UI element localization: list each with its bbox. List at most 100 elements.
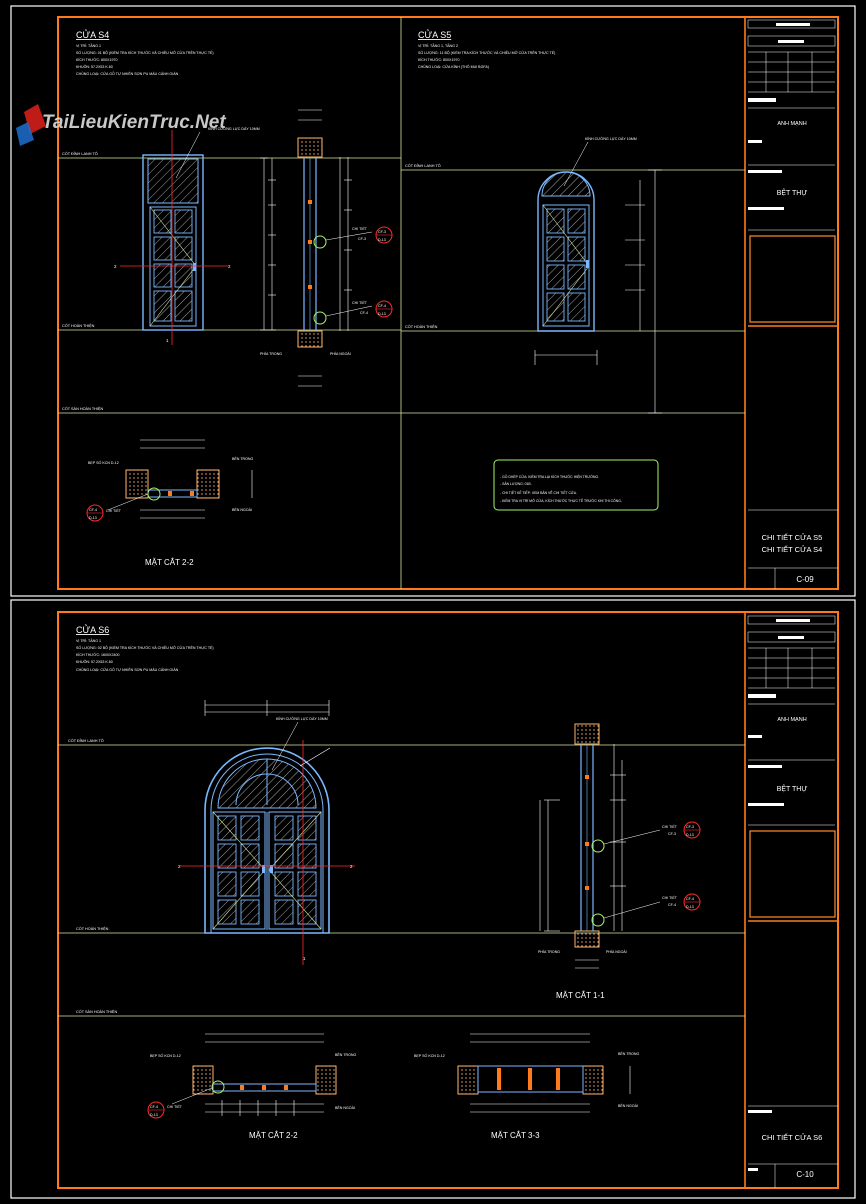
door-s6-elevation: 2 2 1 KÍNH CƯỜNG LỰC DÀY 10MM [178, 700, 355, 965]
s2-tb-title-0: CHI TIẾT CỬA S6 [762, 1132, 823, 1142]
sheet-2: CỬA S6 VỊ TRÍ: TẦNG 1 SỐ LƯỢNG: 02 BỘ (K… [10, 599, 856, 1199]
door-s5-header: CỬA S5 VỊ TRÍ: TẦNG 1, TẦNG 2 SỐ LƯỢNG: … [418, 29, 555, 69]
s2-sec22-detail: CHI TIẾT [167, 1104, 183, 1109]
svg-text:D-13: D-13 [686, 905, 694, 909]
door-s6-section-1-1: CF-3 D-13 CHI TIẾT CF-3 CF-4 D-13 CHI TI… [538, 723, 701, 1000]
level-lines-s4: CỐT ĐỈNH LANH TÔ CỐT HOÀN THIỆN CỐT SÀN … [58, 151, 401, 411]
door-s4-spec-4: CHỦNG LOẠI: CỬA GỖ TỰ NHIÊN SƠN PU MÀU C… [76, 71, 179, 76]
s6-callout-1-code: CF-3 [668, 832, 676, 836]
door-s4-spec-0: VỊ TRÍ: TẦNG 1 [76, 44, 101, 48]
s1-tb-sheet-no: C-09 [796, 575, 814, 584]
s3-sec33-outside: BÊN NGOÀI [618, 1103, 638, 1108]
s6-callout-2-code: CF-4 [668, 903, 676, 907]
watermark: TaiLieuKienTruc.Net [16, 104, 226, 146]
sheet-1-notes: - GỖ GHÉP CỬA: KIỂM TRA LẠI KÍCH THƯỚC H… [493, 459, 659, 511]
door-s4-header: CỬA S4 VỊ TRÍ: TẦNG 1 SỐ LƯỢNG: 01 BỘ (K… [76, 29, 214, 76]
s6-level-floor: CỐT SÀN HOÀN THIỆN [76, 1009, 117, 1014]
s2-sec22-outside: BÊN NGOÀI [335, 1105, 355, 1110]
door-s6-spec-4: CHỦNG LOẠI: CỬA GỖ TỰ NHIÊN SƠN PU MÀU C… [76, 667, 179, 672]
sheet-2-section-3-3: BẸP SỐ KCN D-12 BÊN TRONG BÊN NGOÀI MẶT … [414, 1033, 640, 1140]
s2-sec22-title: MẶT CẮT 2-2 [249, 1131, 298, 1140]
s6-callout-2-label: CHI TIẾT [662, 895, 678, 900]
s4-glass-note: KÍNH CƯỜNG LỰC DÀY 10MM [208, 126, 260, 131]
door-s5-spec-2: KÍCH THƯỚC: 800X1970 [418, 57, 459, 62]
note-3: - KIỂM TRA VỊ TRÍ MỞ CỬA, KÍCH THƯỚC THỰ… [500, 498, 622, 503]
s4-callout-2-code: CF-4 [360, 311, 368, 315]
door-s5-elevation: KÍNH CƯỜNG LỰC DÀY 10MM [534, 136, 662, 414]
s1-tb-project: BỆT THỰ [777, 188, 808, 197]
sheet-2-section-2-2: CF-4 D-13 CHI TIẾT BẸP SỐ KCN D-12 BÊN T… [147, 1033, 357, 1140]
door-s5-spec-3: CHỦNG LOẠI: CỬA KÍNH (THÔ MUI BGFA) [418, 64, 489, 69]
s1-sec22-inside: BÊN TRONG [232, 456, 254, 461]
s2-tb-sheet-no: C-10 [796, 1170, 814, 1179]
watermark-logo-icon [16, 104, 46, 146]
s2-sec22-inside: BÊN TRONG [335, 1052, 357, 1057]
s2-sec22-kcn: BẸP SỐ KCN D-12 [150, 1053, 181, 1058]
door-s4-title: CỬA S4 [76, 29, 109, 40]
svg-text:2: 2 [350, 864, 353, 869]
svg-text:2: 2 [114, 264, 117, 269]
svg-text:CF-3: CF-3 [378, 230, 386, 234]
sheet-1-section-2-2: CF-4 D-13 CHI TIẾT BẸP SỐ KCN D-12 BÊN T… [86, 439, 254, 567]
note-1: - SẢN LƯỢNG: 01B. [500, 481, 532, 486]
note-0: - GỖ GHÉP CỬA: KIỂM TRA LẠI KÍCH THƯỚC H… [500, 474, 599, 479]
sheet-2-frame [57, 611, 839, 1189]
door-s6-spec-1: SỐ LƯỢNG: 02 BỘ (KIỂM TRA KÍCH THƯỚC VÀ … [76, 645, 214, 650]
sheet-1-frame [57, 16, 839, 590]
s4-side-inside: PHÍA TRONG [260, 352, 282, 356]
s6-level-lintel: CỐT ĐỈNH LANH TÔ [68, 738, 104, 743]
s2-tb-project: BỆT THỰ [777, 784, 808, 793]
s6-glass-note: KÍNH CƯỜNG LỰC DÀY 10MM [276, 716, 328, 721]
door-s5-spec-0: VỊ TRÍ: TẦNG 1, TẦNG 2 [418, 44, 458, 48]
s1-sec22-ref: D-13 [89, 516, 97, 520]
s3-sec33-kcn: BẸP SỐ KCN D-12 [414, 1053, 445, 1058]
svg-text:CF-4: CF-4 [378, 304, 386, 308]
door-s4-elevation: 2 2 1 KÍNH CƯỜNG LỰC DÀY 10MM [114, 126, 276, 345]
s6-sec11-title: MẶT CẮT 1-1 [556, 991, 605, 1000]
door-s5-spec-1: SỐ LƯỢNG: 11 BỘ (KIỂM TRA KÍCH THƯỚC VÀ … [418, 50, 555, 55]
s3-sec33-title: MẶT CẮT 3-3 [491, 1131, 540, 1140]
s4-level-finish: CỐT HOÀN THIỆN [62, 323, 95, 328]
svg-text:D-13: D-13 [686, 833, 694, 837]
s4-callout-2-label: CHI TIẾT [352, 300, 368, 305]
s3-sec33-inside: BÊN TRONG [618, 1051, 640, 1056]
sheet-2-outer-border [10, 599, 856, 1199]
s1-sec22-kcn: BẸP SỐ KCN D-12 [88, 460, 119, 465]
s4-level-floor: CỐT SÀN HOÀN THIỆN [62, 406, 103, 411]
svg-text:D-13: D-13 [378, 312, 386, 316]
door-s4-spec-3: KHUÔN: 57.2X53 K.60 [76, 64, 113, 69]
s6-level-finish: CỐT HOÀN THIỆN [76, 926, 109, 931]
s1-tb-title-1: CHI TIẾT CỬA S4 [762, 544, 823, 554]
door-s6-header: CỬA S6 VỊ TRÍ: TẦNG 1 SỐ LƯỢNG: 02 BỘ (K… [76, 624, 214, 672]
watermark-text: TaiLieuKienTruc.Net [42, 112, 226, 133]
level-lines-s6: CỐT ĐỈNH LANH TÔ CỐT HOÀN THIỆN CỐT SÀN … [58, 738, 745, 1017]
s4-callout-1-code: CF-3 [358, 237, 366, 241]
svg-text:CF-4: CF-4 [686, 897, 694, 901]
sheet-1: CỬA S4 VỊ TRÍ: TẦNG 1 SỐ LƯỢNG: 01 BỘ (K… [10, 5, 856, 597]
svg-text:2: 2 [178, 864, 181, 869]
s5-glass-note: KÍNH CƯỜNG LỰC DÀY 10MM [585, 136, 637, 141]
svg-text:2: 2 [228, 264, 231, 269]
s1-sec22-cf: CF-4 [89, 508, 97, 512]
s2-tb-company: ANH MẠNH [777, 717, 806, 723]
door-s6-spec-3: KHUÔN: 57.2X53 K.60 [76, 659, 113, 664]
sheet-1-titleblock: ANH MẠNH BỆT THỰ CHI TIẾT CỬA S5 CHI TIẾ… [747, 19, 838, 589]
note-2: - CHI TIẾT KẾ TIẾP: XEM BẢN VẼ CHI TIẾT … [500, 490, 577, 495]
svg-text:1: 1 [303, 956, 306, 961]
s5-level-finish: CỐT HOÀN THIỆN [405, 324, 438, 329]
s2-sec22-cf: CF-4 [150, 1105, 158, 1109]
s4-side-outside: PHÍA NGOÀI [330, 352, 351, 356]
door-s6-title: CỬA S6 [76, 624, 109, 635]
s4-level-lintel: CỐT ĐỈNH LANH TÔ [62, 151, 98, 156]
s1-tb-company: ANH MẠNH [777, 121, 806, 127]
svg-text:1: 1 [166, 338, 169, 343]
s4-callout-1-label: CHI TIẾT [352, 226, 368, 231]
door-s4-section-1-1: CF-3 D-13 CHI TIẾT CF-3 CF-4 D-13 CHI TI… [260, 109, 393, 387]
door-s5-title: CỬA S5 [418, 29, 451, 40]
door-s6-spec-2: KÍCH THƯỚC: 1600X2400 [76, 652, 119, 657]
door-s4-spec-1: SỐ LƯỢNG: 01 BỘ (KIỂM TRA KÍCH THƯỚC VÀ … [76, 50, 214, 55]
s6-side-inside: PHÍA TRONG [538, 950, 560, 954]
svg-text:D-13: D-13 [378, 238, 386, 242]
s5-level-lintel: CỐT ĐỈNH LANH TÔ [405, 163, 441, 168]
